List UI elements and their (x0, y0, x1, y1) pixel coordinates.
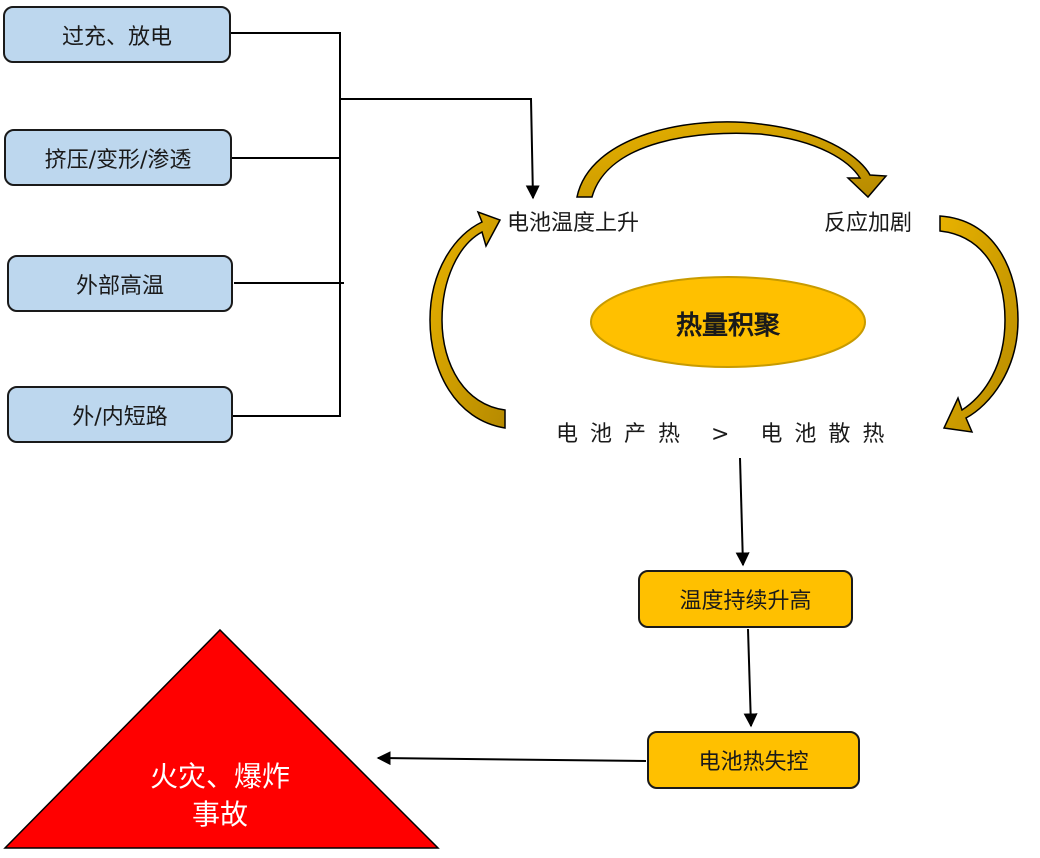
condition-label: 电池产热 > 电池散热 (556, 422, 897, 447)
step-label: 温度持续升高 (679, 589, 812, 614)
cycle-arrow-top (576, 121, 888, 199)
arrow-to-outcome (376, 751, 647, 766)
outcome-label: 火灾、爆炸 事故 (120, 758, 320, 834)
bus-to-temp-rise-arrow (340, 98, 540, 200)
cause-box-crush: 挤压/变形/渗透 (4, 129, 232, 186)
bus-line-outer (230, 32, 341, 417)
step-label: 电池热失控 (698, 750, 809, 775)
cause-bus-connector (230, 32, 540, 417)
outcome-line-1: 火灾、爆炸 (149, 760, 290, 793)
heat-accumulation-ellipse (590, 276, 866, 368)
cause-label: 外/内短路 (72, 404, 168, 430)
node-reaction-intensifies: 反应加剧 (824, 211, 913, 236)
cause-label: 外部高温 (75, 273, 164, 299)
arrow-to-thermal-runaway (743, 628, 758, 728)
step-thermal-runaway: 电池热失控 (647, 731, 860, 789)
cycle-arrow-right (939, 215, 1019, 433)
cause-label: 挤压/变形/渗透 (44, 147, 192, 173)
cause-box-overcharge: 过充、放电 (3, 6, 231, 63)
center-label: 热量积聚 (675, 311, 780, 341)
cause-box-external-heat: 外部高温 (7, 255, 233, 312)
outcome-triangle (3, 628, 440, 849)
cycle-arrow-left (429, 210, 506, 429)
cause-box-short-circuit: 外/内短路 (7, 386, 233, 443)
node-temp-rise: 电池温度上升 (507, 211, 640, 236)
cause-label: 过充、放电 (61, 24, 172, 50)
step-temp-sustained: 温度持续升高 (638, 570, 853, 628)
outcome-line-2: 事故 (191, 798, 248, 831)
arrow-to-temp-sustained (735, 457, 750, 567)
